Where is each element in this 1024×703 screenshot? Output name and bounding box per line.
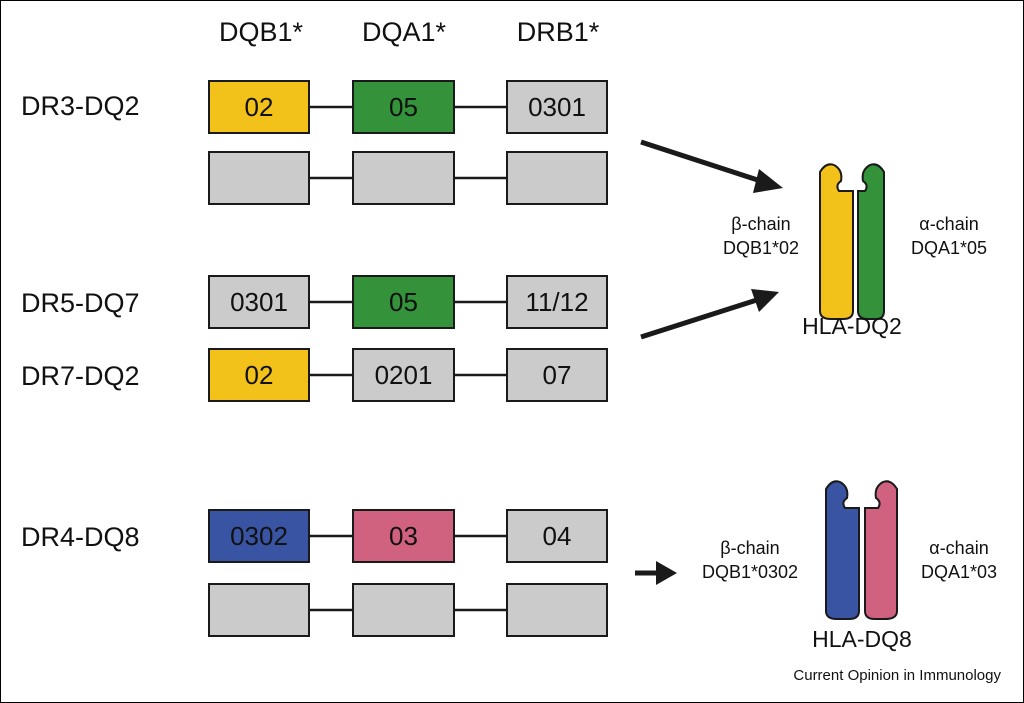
- arrow-dr5-to-dq2: [640, 289, 779, 340]
- connector-lines: [310, 105, 506, 612]
- allele-box-dr3-dqb1: 02: [208, 80, 310, 134]
- dq8-beta-allele: DQB1*0302: [701, 562, 799, 582]
- dq8-beta-chain-name: β-chain: [720, 538, 780, 558]
- dq2-beta-chain-name: β-chain: [731, 214, 791, 234]
- allele-box-empty: [208, 583, 310, 637]
- haplotype-label-dr4-dq8: DR4-DQ8: [21, 522, 140, 552]
- column-header-dqb1: DQB1*: [218, 17, 304, 47]
- arrow-dr3-to-dq2: [640, 139, 783, 193]
- allele-box-dr4-dqb1: 0302: [208, 509, 310, 563]
- allele-box-dr7-dqa1: 0201: [352, 348, 455, 402]
- dq8-alpha-chain-label: α-chain DQA1*03: [907, 536, 1011, 584]
- dq2-alpha-chain-shape: [857, 163, 885, 320]
- dq8-alpha-chain-name: α-chain: [929, 538, 989, 558]
- allele-box-empty: [352, 151, 455, 205]
- dq2-beta-allele: DQB1*02: [722, 238, 800, 258]
- allele-box-empty: [208, 151, 310, 205]
- allele-box-dr3-drb1: 0301: [506, 80, 608, 134]
- hla-dq2-molecule: [819, 163, 885, 320]
- allele-box-dr4-dqa1: 03: [352, 509, 455, 563]
- haplotype-label-dr5-dq7: DR5-DQ7: [21, 288, 140, 318]
- arrow-dr4-to-dq8: [635, 561, 677, 585]
- source-credit: Current Opinion in Immunology: [793, 667, 1001, 684]
- allele-box-dr3-dqa1: 05: [352, 80, 455, 134]
- haplotype-label-dr7-dq2: DR7-DQ2: [21, 361, 140, 391]
- dq8-alpha-allele: DQA1*03: [920, 562, 998, 582]
- allele-box-empty: [506, 151, 608, 205]
- allele-box-dr7-dqb1: 02: [208, 348, 310, 402]
- dq2-alpha-allele: DQA1*05: [910, 238, 988, 258]
- allele-box-dr5-drb1: 11/12: [506, 275, 608, 329]
- column-header-dqa1: DQA1*: [361, 17, 447, 47]
- hla-dq2-label: HLA-DQ2: [802, 313, 902, 339]
- dq2-beta-chain-shape: [819, 163, 854, 320]
- column-header-drb1: DRB1*: [516, 17, 600, 47]
- allele-box-dr5-dqa1: 05: [352, 275, 455, 329]
- allele-box-empty: [352, 583, 455, 637]
- allele-box-dr4-drb1: 04: [506, 509, 608, 563]
- haplotype-label-dr3-dq2: DR3-DQ2: [21, 91, 140, 121]
- dq8-beta-chain-shape: [825, 480, 860, 620]
- hla-dq8-label: HLA-DQ8: [812, 626, 912, 652]
- dq2-alpha-chain-name: α-chain: [919, 214, 979, 234]
- dq2-beta-chain-label: β-chain DQB1*02: [713, 212, 809, 260]
- allele-box-dr7-drb1: 07: [506, 348, 608, 402]
- dq8-alpha-chain-shape: [864, 480, 898, 620]
- allele-box-empty: [506, 583, 608, 637]
- allele-box-dr5-dqb1: 0301: [208, 275, 310, 329]
- hla-dq8-molecule: [825, 480, 898, 620]
- dq8-beta-chain-label: β-chain DQB1*0302: [689, 536, 811, 584]
- dq2-alpha-chain-label: α-chain DQA1*05: [897, 212, 1001, 260]
